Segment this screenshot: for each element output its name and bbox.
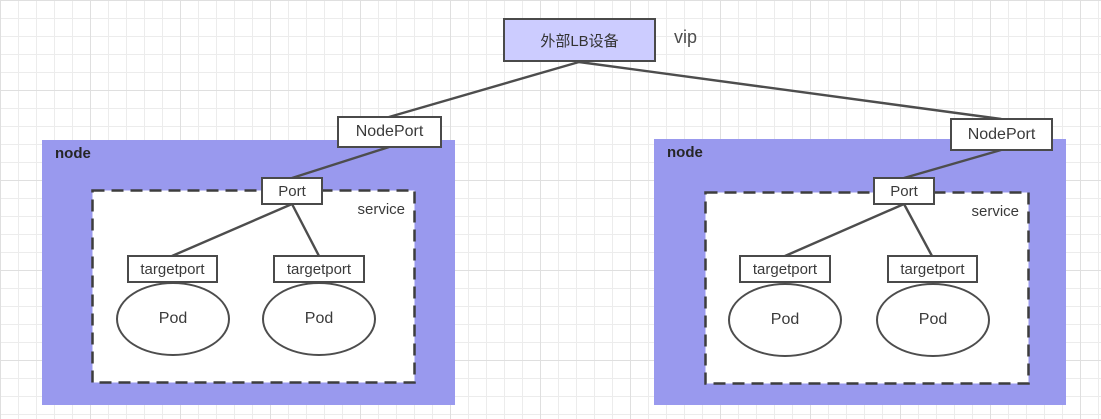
port-right-shape[interactable]: Port	[873, 177, 935, 205]
pod-shape[interactable]: Pod	[876, 283, 990, 357]
port-left-shape[interactable]: Port	[261, 177, 323, 205]
targetport-label: targetport	[752, 260, 818, 278]
pod-shape[interactable]: Pod	[262, 282, 376, 356]
targetport-shape[interactable]: targetport	[273, 255, 365, 283]
external-lb-shape[interactable]: 外部LB设备	[503, 18, 656, 62]
pod-label: Pod	[304, 310, 334, 327]
targetport-shape[interactable]: targetport	[739, 255, 831, 283]
targetport-label: targetport	[900, 260, 965, 278]
node-left-label: node	[55, 145, 91, 162]
targetport-label: targetport	[140, 260, 205, 278]
service-left-label: service	[357, 201, 405, 218]
service-left-shape[interactable]: service	[91, 189, 416, 384]
nodeport-right-label: NodePort	[967, 125, 1036, 143]
nodeport-left-label: NodePort	[355, 123, 424, 140]
vip-label: vip	[674, 27, 698, 47]
external-lb-label: 外部LB设备	[540, 32, 619, 50]
port-right-label: Port	[890, 182, 918, 200]
pod-shape[interactable]: Pod	[116, 282, 230, 356]
pod-shape[interactable]: Pod	[728, 283, 842, 357]
port-left-label: Port	[278, 182, 306, 200]
targetport-shape[interactable]: targetport	[887, 255, 978, 283]
pod-label: Pod	[158, 310, 188, 327]
targetport-shape[interactable]: targetport	[127, 255, 218, 283]
pod-label: Pod	[918, 311, 948, 328]
pod-label: Pod	[770, 311, 800, 328]
nodeport-left-shape[interactable]: NodePort	[337, 116, 442, 148]
connector-line[interactable]	[387, 60, 581, 119]
service-left-border	[91, 189, 416, 384]
node-right-label: node	[667, 144, 703, 161]
targetport-label: targetport	[286, 260, 352, 278]
nodeport-right-shape[interactable]: NodePort	[950, 118, 1053, 151]
connector-line[interactable]	[577, 60, 1003, 121]
service-right-label: service	[971, 203, 1019, 220]
